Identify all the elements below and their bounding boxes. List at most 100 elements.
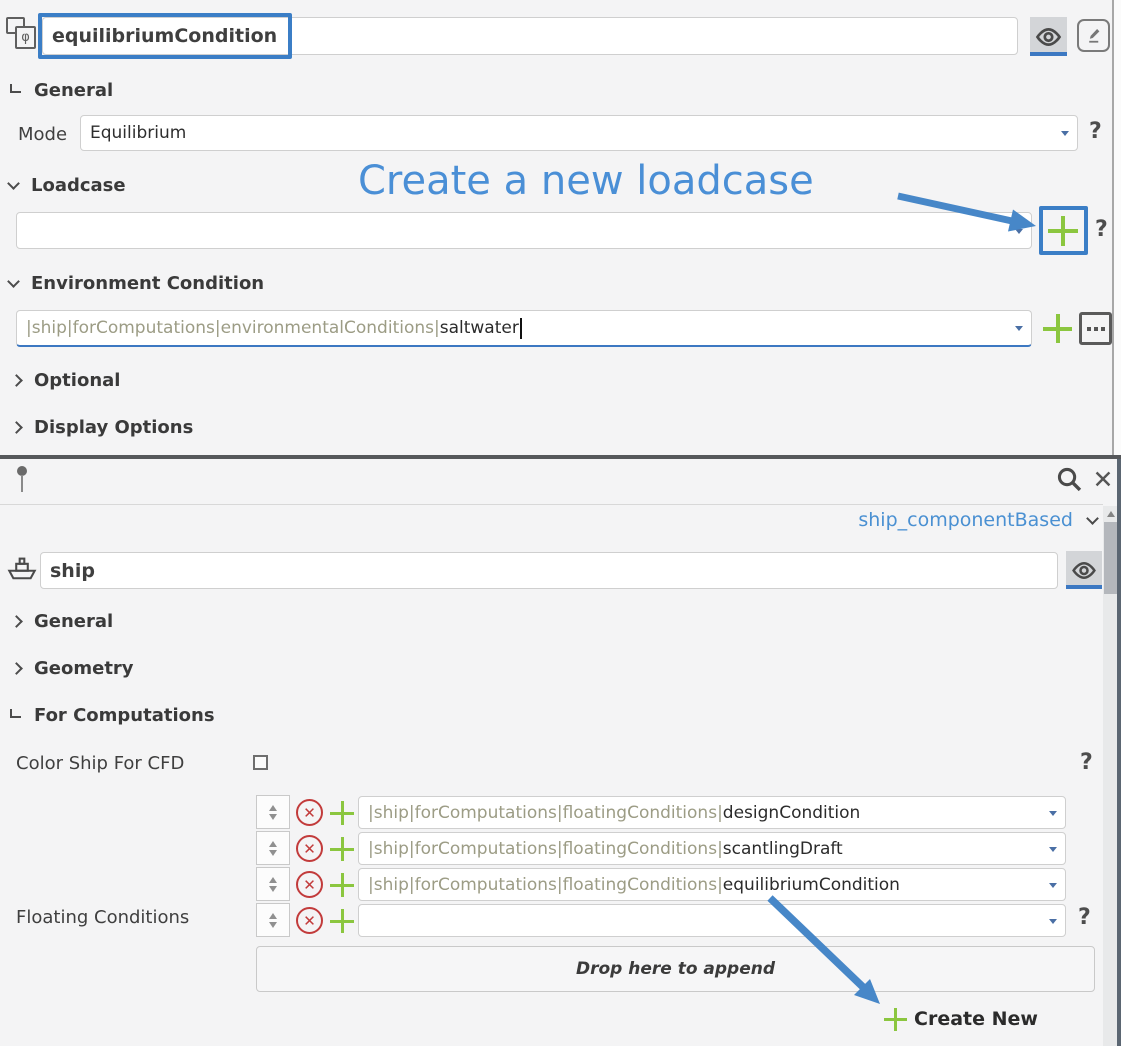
floating-condition-dropdown[interactable]: |ship|forComputations|floatingConditions… — [358, 868, 1066, 901]
row-sort-handle[interactable] — [256, 867, 290, 901]
window-edge — [1117, 459, 1121, 1046]
preset-value: ship_componentBased — [858, 509, 1073, 531]
dropdown-arrow-icon[interactable] — [1061, 131, 1069, 136]
object-name-input[interactable]: equilibriumCondition — [42, 17, 1018, 55]
ship-visibility-toggle-button[interactable] — [1066, 551, 1102, 589]
ship-icon — [7, 554, 37, 584]
color-ship-for-cfd-label: Color Ship For CFD — [16, 753, 185, 774]
dropdown-arrow-icon[interactable] — [1015, 228, 1023, 234]
row-delete-button[interactable]: ✕ — [296, 907, 323, 934]
section-label: General — [34, 79, 114, 101]
dropdown-arrow-icon[interactable] — [1049, 846, 1057, 852]
chevron-right-icon — [10, 420, 23, 434]
dropdown-arrow-icon[interactable] — [1049, 810, 1057, 816]
panel-edge-gap — [1114, 0, 1121, 456]
pin-icon[interactable] — [16, 466, 28, 494]
scroll-up-arrow-icon[interactable] — [1106, 511, 1115, 517]
vertical-scrollbar[interactable] — [1103, 506, 1118, 1046]
section-display-options[interactable]: Display Options — [10, 416, 193, 438]
row-add-plus-button[interactable] — [330, 837, 354, 861]
row-add-plus-button[interactable] — [330, 873, 354, 897]
close-icon: ✕ — [1092, 464, 1114, 494]
section-general-bottom[interactable]: General — [10, 610, 113, 632]
delete-x-icon: ✕ — [303, 911, 316, 930]
section-label: Environment Condition — [31, 272, 265, 294]
chevron-right-icon — [10, 614, 23, 628]
row-delete-button[interactable]: ✕ — [296, 799, 323, 826]
section-label: For Computations — [34, 704, 215, 726]
row-path: |ship|forComputations|floatingConditions… — [368, 838, 723, 859]
edit-button[interactable] — [1077, 19, 1110, 52]
mode-help-button[interactable]: ? — [1089, 119, 1102, 144]
mode-value: Equilibrium — [90, 123, 187, 143]
dropdown-arrow-icon[interactable] — [1015, 326, 1023, 331]
loadcase-dropdown[interactable] — [16, 212, 1032, 249]
section-label: Geometry — [34, 657, 134, 679]
dropdown-arrow-icon[interactable] — [1049, 918, 1057, 924]
section-label: Display Options — [34, 416, 194, 438]
section-label: Loadcase — [31, 174, 126, 196]
panel-splitter[interactable] — [0, 455, 1121, 459]
row-sort-handle[interactable] — [256, 795, 290, 829]
environment-browse-button[interactable] — [1079, 312, 1112, 345]
chevron-down-icon — [7, 176, 20, 190]
environment-condition-input[interactable]: |ship|forComputations|environmentalCondi… — [16, 310, 1032, 347]
row-value: equilibriumCondition — [722, 874, 900, 895]
drop-hint-label: Drop here to append — [575, 959, 776, 979]
delete-x-icon: ✕ — [303, 839, 316, 858]
delete-x-icon: ✕ — [303, 875, 316, 894]
ellipsis-icon — [1086, 326, 1091, 331]
floating-conditions-help-button[interactable]: ? — [1078, 905, 1091, 930]
row-value: scantlingDraft — [722, 838, 843, 859]
object-name-value: equilibriumCondition — [52, 25, 278, 47]
row-sort-handle[interactable] — [256, 903, 290, 937]
chevron-right-icon — [10, 373, 23, 387]
cfd-help-button[interactable]: ? — [1080, 750, 1093, 775]
create-new-plus-icon[interactable] — [884, 1008, 907, 1031]
search-button[interactable] — [1054, 464, 1084, 494]
row-value: designCondition — [722, 802, 861, 823]
object-type-phi-icon: φ — [6, 17, 40, 53]
floating-conditions-label: Floating Conditions — [16, 907, 190, 928]
section-loadcase[interactable]: Loadcase — [7, 174, 126, 196]
ship-name-input[interactable]: ship — [40, 552, 1058, 589]
floating-condition-dropdown[interactable] — [358, 904, 1066, 937]
eye-icon — [1035, 27, 1062, 46]
drop-append-zone[interactable]: Drop here to append — [256, 946, 1095, 992]
mode-label: Mode — [18, 124, 68, 145]
text-cursor — [519, 317, 522, 339]
preset-selector[interactable]: ship_componentBased — [0, 509, 1099, 531]
section-optional[interactable]: Optional — [10, 369, 120, 391]
chevron-down-icon — [7, 274, 20, 288]
create-loadcase-plus-button[interactable] — [1048, 216, 1078, 246]
dropdown-arrow-icon[interactable] — [1049, 882, 1057, 888]
pencil-icon — [1089, 29, 1100, 43]
create-new-button[interactable]: Create New — [914, 1008, 1038, 1030]
panel-edge — [1112, 0, 1114, 456]
section-general-top[interactable]: General — [10, 79, 113, 101]
floating-condition-dropdown[interactable]: |ship|forComputations|floatingConditions… — [358, 832, 1066, 865]
section-for-computations[interactable]: For Computations — [10, 704, 215, 726]
row-add-plus-button[interactable] — [330, 801, 354, 825]
row-add-plus-button[interactable] — [330, 909, 354, 933]
section-geometry[interactable]: Geometry — [10, 657, 134, 679]
row-delete-button[interactable]: ✕ — [296, 835, 323, 862]
color-ship-for-cfd-checkbox[interactable] — [253, 755, 268, 770]
environment-add-plus-button[interactable] — [1043, 314, 1072, 343]
collapse-corner-icon — [10, 709, 21, 718]
row-path: |ship|forComputations|floatingConditions… — [368, 802, 723, 823]
section-label: General — [34, 610, 114, 632]
mode-dropdown[interactable]: Equilibrium — [80, 115, 1078, 151]
floating-condition-dropdown[interactable]: |ship|forComputations|floatingConditions… — [358, 796, 1066, 829]
ship-name-value: ship — [50, 559, 95, 582]
loadcase-help-button[interactable]: ? — [1095, 217, 1108, 242]
close-button[interactable]: ✕ — [1089, 464, 1117, 494]
scrollbar-thumb[interactable] — [1104, 522, 1117, 594]
environment-path: |ship|forComputations|environmentalCondi… — [26, 318, 440, 338]
visibility-toggle-button[interactable] — [1030, 17, 1067, 56]
loadcase-annotation: Create a new loadcase — [358, 158, 814, 204]
row-sort-handle[interactable] — [256, 831, 290, 865]
section-environment-condition[interactable]: Environment Condition — [7, 272, 265, 294]
row-delete-button[interactable]: ✕ — [296, 871, 323, 898]
